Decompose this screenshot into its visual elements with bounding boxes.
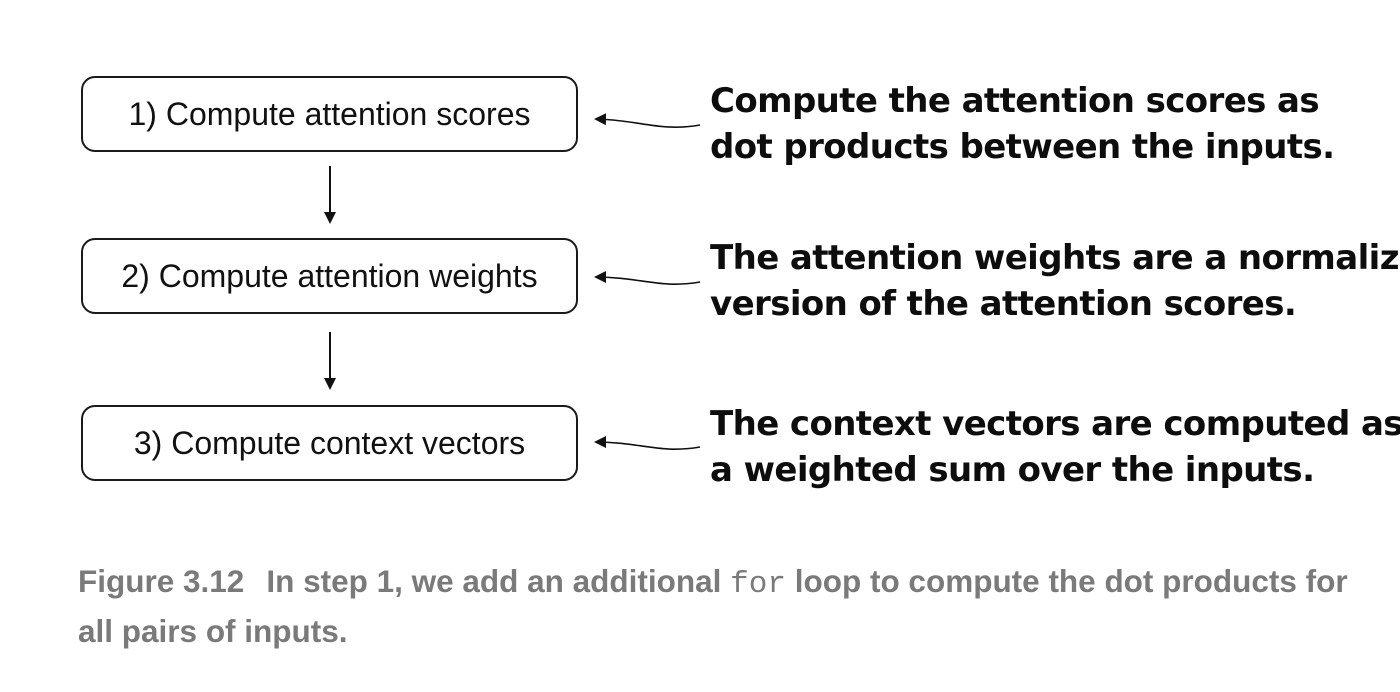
note-attention-weights: The attention weights are a normalized v… — [710, 235, 1400, 327]
note-line: dot products between the inputs. — [710, 127, 1335, 167]
note-attention-scores: Compute the attention scores as dot prod… — [710, 78, 1400, 170]
note-pointer-1 — [594, 113, 701, 128]
note-pointer-3 — [594, 436, 701, 450]
note-line: version of the attention scores. — [710, 284, 1297, 324]
step-label: 2) Compute attention weights — [121, 257, 538, 294]
caption-code-keyword: for — [730, 567, 786, 602]
caption-text-before-code: In step 1, we add an additional — [266, 563, 731, 599]
figure-label: Figure 3.12 — [78, 563, 245, 599]
note-line: The attention weights are a normalized — [710, 238, 1400, 278]
caption-text-after-code: loop to compute the dot products for all… — [78, 563, 1348, 649]
note-pointer-2 — [594, 271, 701, 285]
note-line: Compute the attention scores as — [710, 81, 1320, 121]
step-label: 3) Compute context vectors — [133, 424, 526, 461]
note-line: a weighted sum over the inputs. — [710, 450, 1315, 490]
step-box-compute-context-vectors: 3) Compute context vectors — [81, 405, 578, 481]
step-box-compute-attention-scores: 1) Compute attention scores — [81, 76, 578, 152]
note-context-vectors: The context vectors are computed as a we… — [710, 401, 1400, 493]
diagram-connectors — [324, 113, 701, 450]
attention-steps-diagram: 1) Compute attention scores 2) Compute a… — [81, 76, 1400, 493]
figure-caption: Figure 3.12 In step 1, we add an addition… — [78, 558, 1378, 654]
note-line: The context vectors are computed as — [710, 404, 1400, 444]
step-box-compute-attention-weights: 2) Compute attention weights — [81, 238, 578, 314]
step-label: 1) Compute attention scores — [128, 95, 531, 132]
